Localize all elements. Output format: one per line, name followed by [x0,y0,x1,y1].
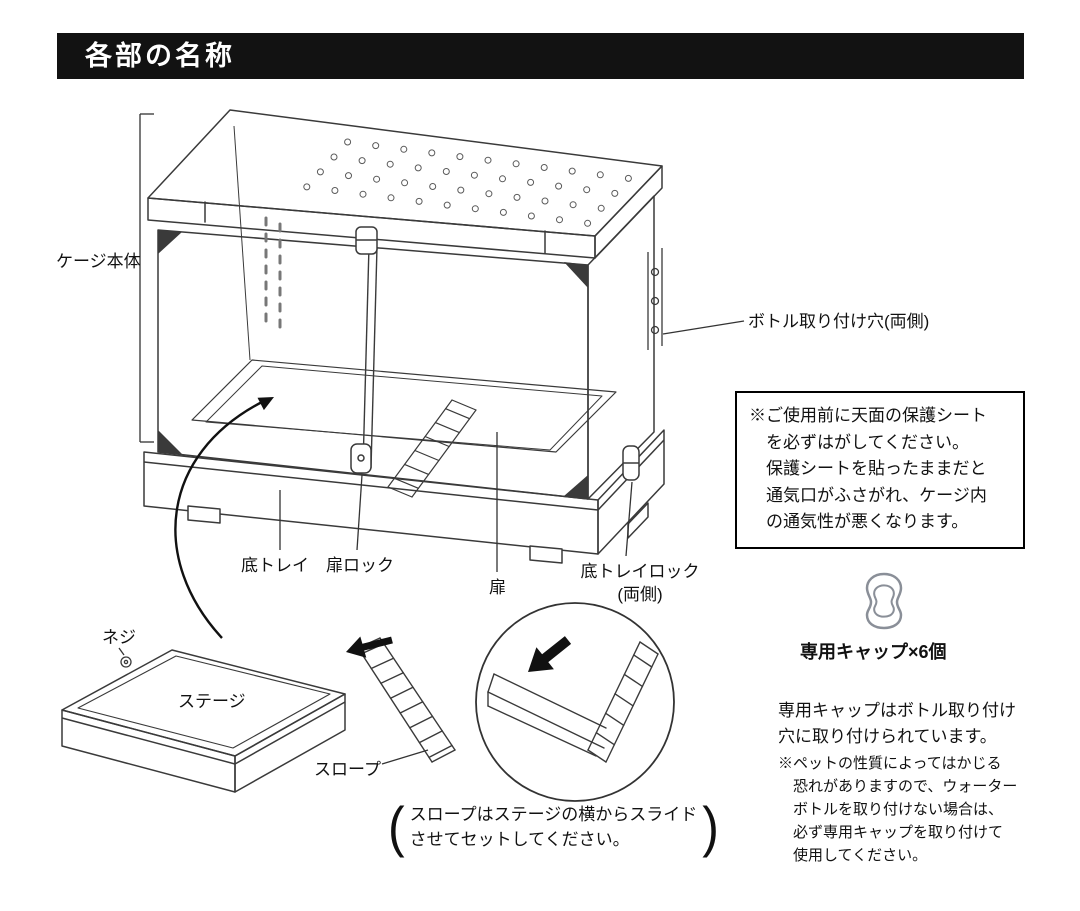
slide-arrow [346,636,393,658]
screw-mark [120,656,132,668]
cap-warn-line: ボトルを取り付けない場合は、 [793,801,1004,818]
door-lock-middle-drawing [350,443,372,474]
protective-sheet-note-box: ※ご使用前に天面の保護シート を必ずはがしてください。 保護シートを貼ったままだ… [735,391,1025,549]
side-vent-slots [264,216,282,329]
bottle-hole-strip [647,248,663,350]
cap-count-label: 専用キャップ×6個 [800,642,947,662]
cap-warn-line: 必ず専用キャップを取り付けて [793,824,1004,841]
label-bottom-tray-lock: 底トレイロック (両側) [565,560,715,606]
curved-arrow [174,397,274,639]
label-screw: ネジ [102,628,136,647]
cap-warning: ※ペットの性質によってはかじる 恐れがありますので、ウォーター ボトルを取り付け… [778,752,1017,867]
label-slope: スロープ [314,760,381,779]
leader-lines [118,113,745,765]
note-line: 通気口がふさがれ、ケージ内 [766,485,987,505]
label-door-lock: 扉ロック [326,556,394,575]
note-line: 保護シートを貼ったままだと [766,459,987,478]
slope-install-note: ( スロープはステージの横からスライド させてセットしてください。 ) [388,795,719,859]
interior-ladder [387,399,477,498]
door-lock-top-drawing [355,226,378,255]
slope-note-line1: スロープはステージの横からスライド [409,805,698,824]
open-paren: ( [388,795,405,859]
detail-zoom-drawing [487,641,659,763]
corner-brackets [158,230,588,499]
cap-warn-line: 恐れがありますので、ウォーター [793,778,1018,795]
cap-warn-line: ※ペットの性質によってはかじる [778,755,1002,772]
cap-icon [865,572,903,630]
slope-note-line2: させてセットしてください。 [409,830,630,849]
front-doors [362,245,378,469]
slope-note-text: スロープはステージの横からスライド させてセットしてください。 [410,802,698,852]
cap-desc-line: 穴に取り付けられています。 [778,727,997,746]
note-line: を必ずはがしてください。 [766,432,969,452]
page-title: 各部の名称 [57,33,1024,79]
label-bottom-tray-lock-line2: (両側) [617,585,663,604]
label-stage: ステージ [178,692,246,711]
note-line: の通気性が悪くなります。 [766,512,969,531]
note-line: ※ご使用前に天面の保護シート [749,406,987,425]
label-door: 扉 [489,578,506,597]
close-paren: ) [702,795,719,859]
detail-circle [475,602,675,802]
lid-vent-holes [303,138,632,227]
cap-description: 専用キャップはボトル取り付け 穴に取り付けられています。 [778,698,1016,750]
label-bottle-hole: ボトル取り付け穴(両側) [748,312,930,331]
cap-desc-line: 専用キャップはボトル取り付け [778,701,1016,720]
slope-drawing [357,637,456,763]
label-bottom-tray-lock-line1: 底トレイロック [580,562,700,581]
label-bottom-tray: 底トレイ [241,556,309,575]
stage-drawing [61,649,346,793]
bottom-tray-lock-drawing [622,445,640,481]
label-cage-body: ケージ本体 [56,252,141,271]
slide-arrow-zoom [528,636,572,672]
cap-warn-line: 使用してください。 [793,847,928,864]
